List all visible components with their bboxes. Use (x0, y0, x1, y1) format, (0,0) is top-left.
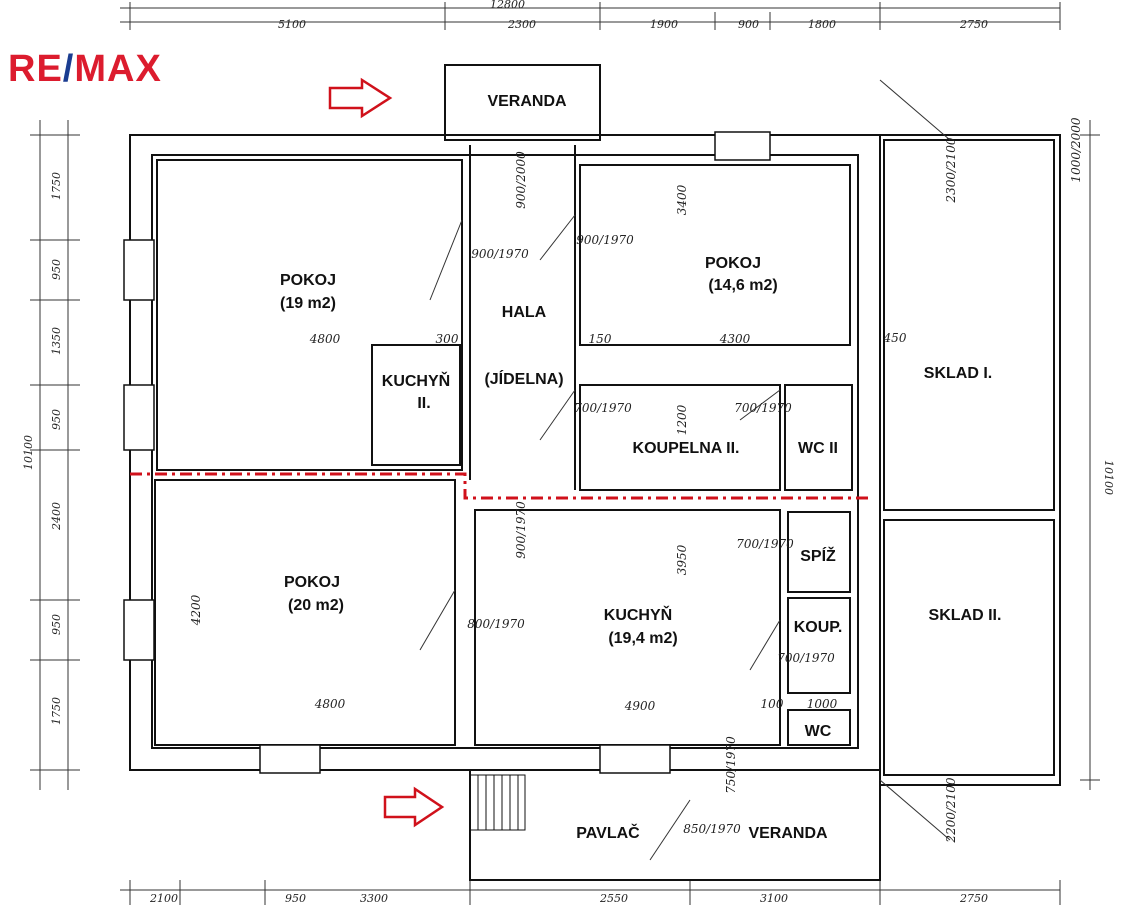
room-hala-name: HALA (502, 304, 547, 321)
dim-int-6: 3950 (675, 544, 689, 575)
door-size-11: 900/2000 (514, 151, 528, 209)
dim-top-3: 1900 (650, 18, 678, 31)
door-size-7: 700/1970 (736, 537, 794, 551)
door-size-14: 1000/2000 (1069, 117, 1083, 182)
arrow-icon-bottom (383, 786, 445, 828)
dim-int-10: 150 (589, 332, 612, 346)
dim-int-1: 4800 (309, 332, 341, 346)
room-veranda-top-name: VERANDA (487, 93, 567, 110)
dim-left-6: 950 (50, 614, 63, 635)
room-sklad1-name: SKLAD I. (924, 365, 992, 382)
room-spiz-name: SPÍŽ (800, 546, 836, 565)
door-size-3: 700/1970 (574, 401, 632, 415)
room-koupelna2-name: KOUPELNA II. (633, 440, 740, 457)
room-veranda-bottom-name: VERANDA (748, 825, 828, 842)
room-pokoj-20-name: POKOJ (284, 574, 340, 591)
room-kuchyn2-sub: II. (417, 395, 430, 412)
door-size-9: 850/1970 (683, 822, 741, 836)
dim-int-3: 4800 (314, 697, 346, 711)
bottom-dimension-lines (120, 880, 1061, 905)
door-size-13: 2200/2100 (944, 777, 958, 843)
door-size-10: 750/1970 (724, 736, 738, 794)
dim-bottom-6: 2750 (959, 892, 988, 905)
dim-bottom-2: 950 (285, 892, 306, 905)
dim-int-11: 300 (436, 332, 459, 346)
section-line (130, 472, 870, 500)
door-swings (419, 79, 951, 861)
room-wc2-name: WC II (798, 440, 838, 457)
room-kuchyn2-name: KUCHYŇ (382, 371, 450, 390)
stairs (469, 774, 526, 831)
dim-top-5: 1800 (808, 18, 836, 31)
remax-logo: RE/MAX (8, 48, 162, 91)
dim-top-6: 2750 (959, 18, 988, 31)
outer-walls (129, 64, 1061, 881)
top-dimension-lines (120, 2, 1061, 30)
dim-top-4: 900 (738, 18, 759, 31)
windows (123, 131, 771, 774)
dim-left-4: 950 (50, 409, 63, 430)
room-kuchyn-area: (19,4 m2) (608, 630, 677, 647)
dim-left-7: 1750 (50, 697, 63, 725)
room-pokoj-146-name: POKOJ (705, 255, 761, 272)
door-size-1: 900/1970 (471, 247, 529, 261)
door-size-12: 2300/2100 (944, 137, 958, 203)
door-size-8: 700/1970 (777, 651, 835, 665)
dim-bottom-5: 3100 (760, 892, 788, 905)
dim-int-4: 4900 (624, 699, 656, 713)
door-size-2: 900/1970 (576, 233, 634, 247)
dim-right-total: 10100 (1102, 460, 1115, 495)
dim-int-13: 1000 (807, 697, 838, 711)
dim-left-5: 2400 (50, 502, 63, 531)
dim-top-1: 5100 (278, 18, 306, 31)
right-dimension-lines (1080, 120, 1100, 790)
room-sklad2-name: SKLAD II. (929, 607, 1002, 624)
room-hala-sub: (JÍDELNA) (484, 369, 563, 388)
room-wc-name: WC (805, 723, 832, 740)
logo-re: RE (8, 48, 63, 90)
dim-int-2: 4300 (719, 332, 751, 346)
dim-bottom-3: 3300 (360, 892, 388, 905)
dim-left-1: 1750 (50, 172, 63, 200)
door-size-5: 900/1970 (514, 501, 528, 559)
dim-int-5: 4200 (189, 594, 203, 626)
dim-bottom-1: 2100 (149, 892, 178, 905)
room-koup-name: KOUP. (794, 619, 843, 636)
dim-left-3: 1350 (50, 327, 63, 355)
dim-top-total: 12800 (490, 0, 525, 11)
left-dimension-lines (30, 120, 80, 790)
room-kuchyn-name: KUCHYŇ (604, 605, 672, 624)
logo-max: MAX (74, 48, 162, 90)
door-size-6: 800/1970 (467, 617, 525, 631)
dim-left-2: 950 (50, 259, 63, 280)
logo-slash: / (62, 48, 75, 90)
dim-int-7: 3400 (675, 184, 689, 215)
room-pavlac-name: PAVLAČ (576, 823, 640, 842)
dim-int-9: 450 (883, 331, 907, 345)
dim-int-8: 1200 (675, 404, 689, 435)
door-size-4: 700/1970 (734, 401, 792, 415)
arrow-icon-top (328, 77, 393, 119)
interior-walls (154, 139, 1055, 776)
room-pokoj-19-area: (19 m2) (280, 295, 336, 312)
dim-bottom-4: 2550 (599, 892, 628, 905)
dim-int-12: 100 (761, 697, 784, 711)
dim-top-2: 2300 (507, 18, 536, 31)
dim-left-total: 10100 (22, 435, 35, 470)
room-pokoj-19-name: POKOJ (280, 272, 336, 289)
room-pokoj-20-area: (20 m2) (288, 597, 344, 614)
room-pokoj-146-area: (14,6 m2) (708, 277, 777, 294)
